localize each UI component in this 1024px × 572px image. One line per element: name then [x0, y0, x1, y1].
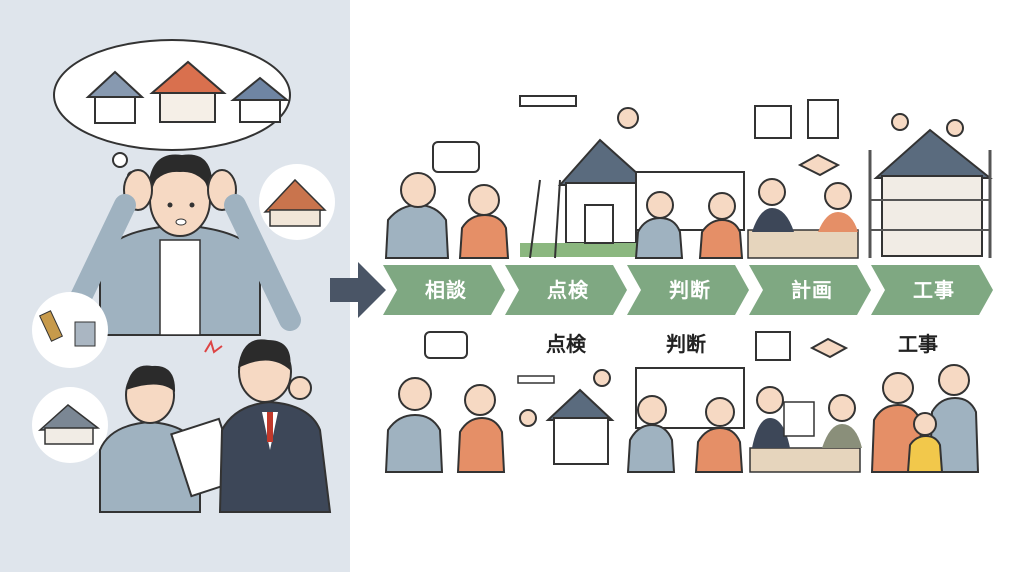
inspection-scene [519, 95, 653, 259]
house-icon [149, 60, 227, 123]
planning-scene [747, 99, 859, 259]
step-inspection: 点検 [547, 278, 589, 302]
checklist-icon [584, 204, 614, 244]
construction-scene [868, 113, 993, 258]
step-planning: 計画 [791, 278, 833, 302]
step-construction: 工事 [913, 278, 955, 302]
construction-label: 工事 [898, 332, 938, 356]
chevron-step-1 [383, 265, 505, 315]
thought-bubble [32, 39, 335, 513]
process-chevrons [383, 265, 993, 315]
damaged-roof-icon [259, 164, 335, 240]
flow-arrow [330, 262, 386, 318]
decision-scene [634, 171, 745, 259]
decision-scene-bottom [626, 367, 745, 473]
step-consultation: 相談 [425, 278, 467, 302]
consultation-scene [384, 141, 510, 259]
house-icon [85, 70, 145, 124]
document-icon [807, 99, 839, 139]
chevron-step-4 [749, 265, 871, 315]
calendar-icon [754, 105, 792, 139]
decision-label: 判断 [666, 332, 706, 356]
handshake-icon [797, 153, 841, 177]
chevron-step-2 [505, 265, 627, 315]
chevron-step-3 [627, 265, 749, 315]
chat-bubble-icon [424, 331, 468, 359]
calendar-icon [755, 331, 791, 361]
planning-scene-bottom [749, 331, 862, 473]
inspection-scene-bottom [517, 369, 615, 465]
happy-family-scene [870, 364, 980, 473]
chevron-step-5 [871, 265, 993, 315]
inspection-label: 点検 [546, 332, 586, 356]
paint-brush-icon [32, 292, 108, 368]
drone-icon [519, 95, 577, 107]
salesman-pressure-illustration [99, 339, 332, 513]
handshake-icon [809, 337, 849, 359]
house-icon [230, 76, 290, 123]
drone-icon [517, 375, 555, 384]
consultation-scene-bottom [384, 331, 506, 473]
step-decision: 判断 [669, 278, 711, 302]
roof-repair-icon [32, 387, 108, 463]
